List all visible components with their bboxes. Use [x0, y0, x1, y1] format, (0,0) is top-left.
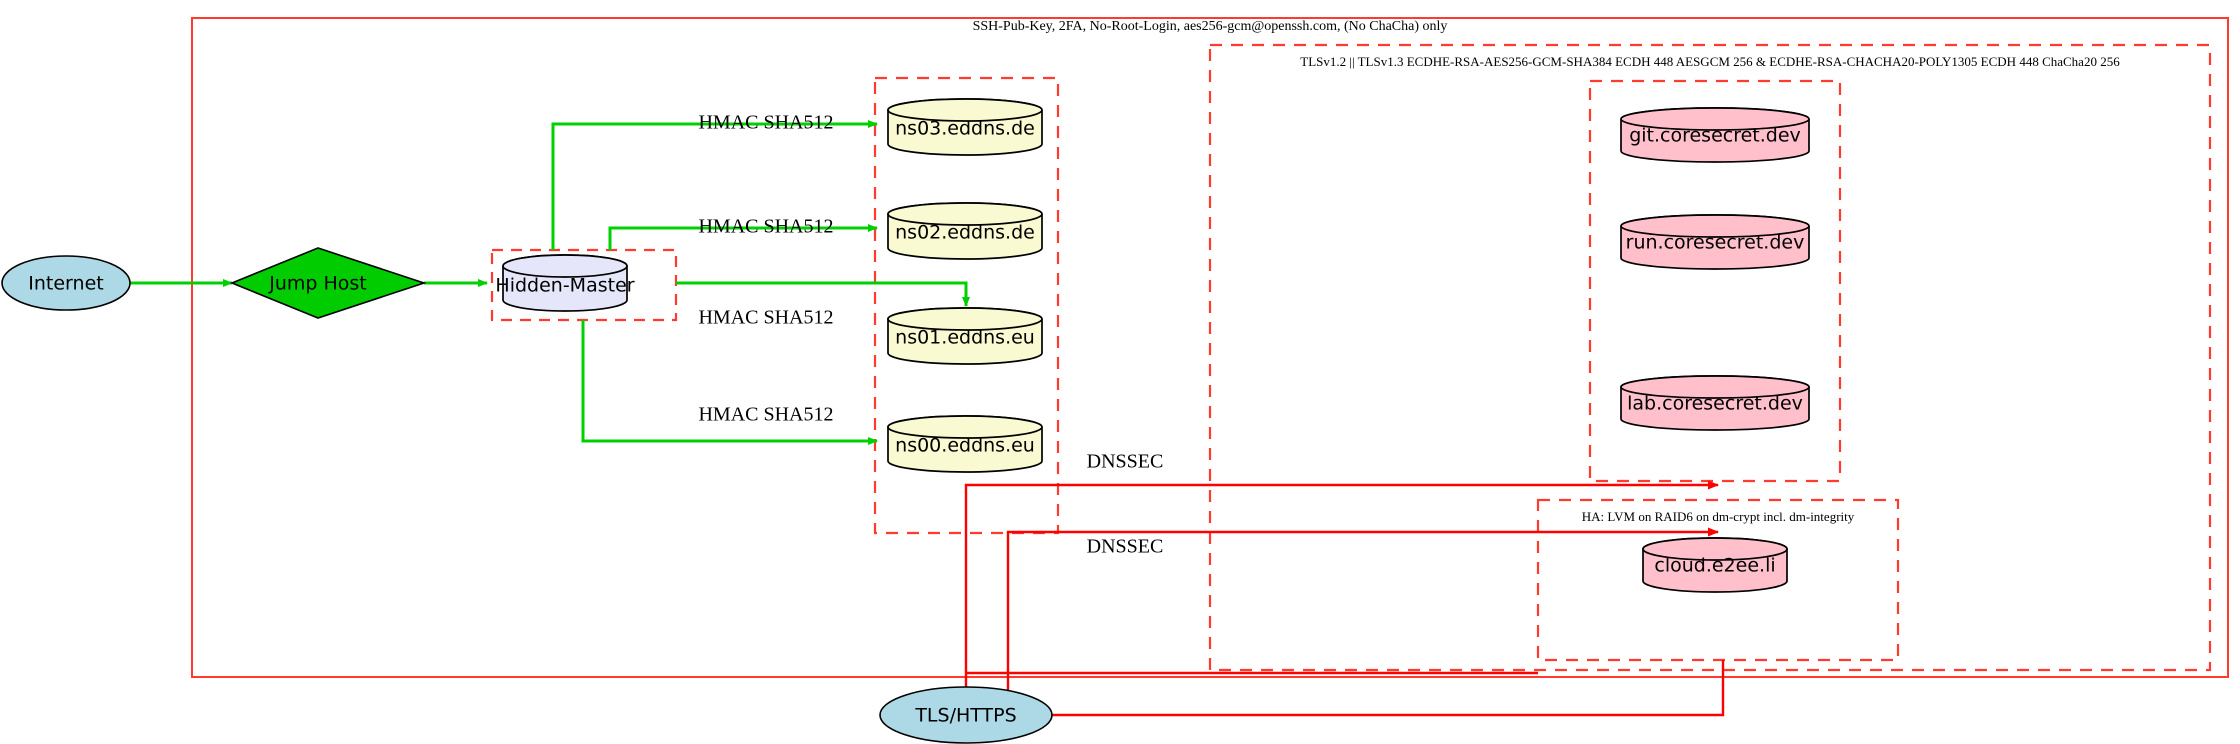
- cluster-tls: [1208, 43, 2212, 672]
- edge-hiddenmaster-to-ns02: [608, 224, 878, 250]
- edge-dnssec-lower: [1006, 527, 1719, 714]
- node-lab-coresecret-label: lab.coresecret.dev: [1627, 393, 1803, 415]
- node-ns01[interactable]: ns01.eddns.eu: [887, 307, 1043, 365]
- node-cloud-e2ee[interactable]: cloud.e2ee.li: [1642, 537, 1788, 593]
- cluster-ha-label: HA: LVM on RAID6 on dm-crypt incl. dm-in…: [1582, 509, 1855, 524]
- node-tls-https[interactable]: TLS/HTTPS: [879, 686, 1053, 744]
- node-jump-host[interactable]: Jump Host: [229, 247, 427, 319]
- edge-dnssec-upper: [964, 480, 1719, 714]
- edge-hiddenmaster-to-ns00: [581, 320, 878, 445]
- edge-label-hmac-ns03: HMAC SHA512: [698, 112, 833, 134]
- cluster-ssh-label: SSH-Pub-Key, 2FA, No-Root-Login, aes256-…: [973, 19, 1448, 34]
- node-tls-https-label: TLS/HTTPS: [914, 705, 1016, 727]
- node-ns03[interactable]: ns03.eddns.de: [887, 98, 1043, 156]
- node-git-coresecret-label: git.coresecret.dev: [1629, 125, 1801, 147]
- edge-label-dnssec-lower: DNSSEC: [1087, 536, 1164, 558]
- node-ns01-label: ns01.eddns.eu: [895, 327, 1035, 349]
- node-lab-coresecret[interactable]: lab.coresecret.dev: [1620, 375, 1810, 431]
- node-run-coresecret[interactable]: run.coresecret.dev: [1620, 214, 1810, 270]
- cluster-coresecret: [1588, 79, 1842, 483]
- cluster-ssh-outer: [191, 17, 2229, 678]
- node-git-coresecret[interactable]: git.coresecret.dev: [1620, 107, 1810, 163]
- node-ns03-label: ns03.eddns.de: [895, 118, 1035, 140]
- node-ns02-label: ns02.eddns.de: [895, 222, 1035, 244]
- node-hidden-master[interactable]: Hidden-Master: [495, 254, 635, 312]
- node-internet-label: Internet: [28, 273, 103, 295]
- node-ns00-label: ns00.eddns.eu: [895, 435, 1035, 457]
- edge-label-dnssec-upper: DNSSEC: [1087, 451, 1164, 473]
- node-ns00[interactable]: ns00.eddns.eu: [887, 415, 1043, 473]
- edge-tlshttps-right: [1052, 660, 1725, 717]
- edge-hiddenmaster-to-ns01: [676, 281, 970, 307]
- node-hidden-master-label: Hidden-Master: [495, 275, 634, 297]
- node-run-coresecret-label: run.coresecret.dev: [1626, 232, 1805, 254]
- edge-hiddenmaster-to-ns03: [551, 120, 878, 250]
- edge-label-hmac-ns02: HMAC SHA512: [698, 216, 833, 238]
- edge-label-hmac-ns00: HMAC SHA512: [698, 404, 833, 426]
- node-ns02[interactable]: ns02.eddns.de: [887, 202, 1043, 260]
- node-jump-host-label: Jump Host: [268, 273, 367, 295]
- cluster-ha: [1536, 498, 1900, 662]
- node-internet[interactable]: Internet: [1, 255, 131, 311]
- edge-label-hmac-ns01: HMAC SHA512: [698, 307, 833, 329]
- node-cloud-e2ee-label: cloud.e2ee.li: [1654, 555, 1775, 577]
- cluster-nameservers: [873, 76, 1060, 535]
- cluster-tls-label: TLSv1.2 || TLSv1.3 ECDHE-RSA-AES256-GCM-…: [1300, 54, 2120, 69]
